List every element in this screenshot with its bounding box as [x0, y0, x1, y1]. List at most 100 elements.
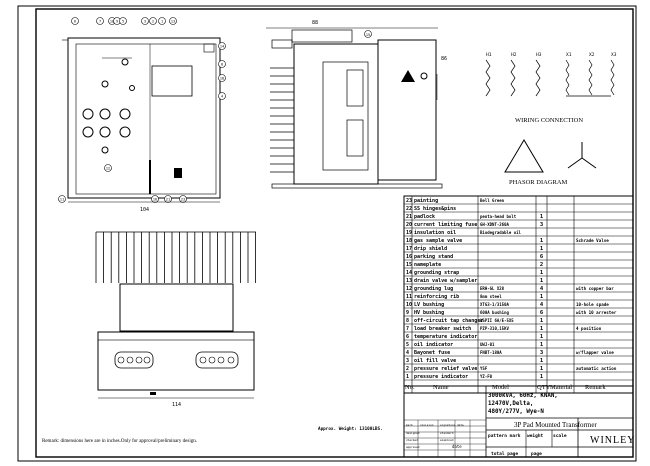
bom-name: reinforcing rib — [414, 294, 459, 300]
remark-note: Remark: dimensions here are in inches.On… — [42, 439, 197, 444]
bom-header-material: Material — [550, 384, 572, 391]
bom-qty: 4 — [540, 302, 544, 308]
bom-name: oil fill valve — [414, 358, 456, 364]
bom-qty: 6 — [540, 254, 544, 260]
balloon — [158, 17, 166, 25]
bom-qty: 1 — [540, 374, 544, 380]
bom-qty: 1 — [540, 334, 544, 340]
bom-qty: 1 — [540, 246, 544, 252]
bom-header-model: Model — [492, 384, 509, 391]
bom-name: LV bushing — [414, 302, 444, 308]
bom-name: nameplate — [414, 262, 441, 268]
bom-no: 12 — [406, 286, 412, 292]
bom-qty: 4 — [540, 286, 544, 292]
bom-model: ERH-GL X28 — [480, 286, 505, 291]
bom-qty: 1 — [540, 278, 544, 284]
balloon — [218, 92, 226, 100]
tb-examined: examined — [440, 438, 454, 442]
balloon-label: 21 — [166, 197, 170, 201]
bom-model: 8mm steel — [480, 294, 502, 299]
tb-mark: mark — [406, 423, 413, 427]
bom-name: insulation oil — [414, 230, 456, 236]
bom-name: oil indicator — [414, 342, 453, 348]
bom-name: drain valve w/sampler — [414, 278, 477, 284]
balloon — [96, 17, 104, 25]
balloon-label: 4 — [221, 94, 223, 98]
side-balloon: 15 — [366, 33, 370, 37]
bom-remark: automatic action — [576, 366, 617, 371]
balloon-label: 9 — [116, 19, 118, 23]
bom-no: 19 — [406, 230, 412, 236]
bom-model: WSPII 6A/E-5X5 — [480, 318, 514, 323]
bom-qty: 6 — [540, 310, 544, 316]
bom-model: Biodegradable oil — [480, 230, 522, 235]
balloon-label: 16 — [153, 197, 157, 201]
spec-line-2: 12470V,Delta, — [488, 401, 533, 407]
bom-model: Bell Green — [480, 198, 505, 203]
bom-no: 9 — [406, 310, 409, 316]
outer-border — [17, 5, 637, 462]
bom-no: 6 — [406, 334, 409, 340]
bom-no: 7 — [406, 326, 409, 332]
bom-no: 15 — [406, 262, 412, 268]
balloon — [58, 195, 66, 203]
balloon — [141, 17, 149, 25]
bom-header-remark: Remark — [585, 384, 606, 391]
bom-no: 4 — [406, 350, 409, 356]
balloon-label: 14 — [220, 44, 224, 48]
bom-remark: Schrade Valve — [576, 238, 609, 243]
bom-qty: 1 — [540, 358, 544, 364]
bom-remark: 4 position — [576, 326, 602, 331]
balloon — [149, 17, 157, 25]
bom-no: 21 — [406, 214, 412, 220]
bom-name: grounding strap — [414, 270, 459, 276]
spec-line-1: 3000kVA, 60Hz, KNAN, — [488, 393, 558, 399]
bom-name: pressure indicator — [414, 374, 468, 380]
bom-name: padlock — [414, 214, 435, 220]
phasor-title: PHASOR DIAGRAM — [509, 179, 568, 186]
balloon-label: 6 — [74, 19, 76, 23]
bom-qty: 1 — [540, 366, 544, 372]
tb-date-rev: date — [457, 423, 464, 427]
bom-qty: 3 — [540, 222, 543, 228]
balloon-label: 1 — [161, 19, 163, 23]
bom-no: 8 — [406, 318, 409, 324]
bom-model: FNBT-180A — [480, 350, 502, 355]
phasor-diagram: PHASOR DIAGRAM — [504, 139, 597, 186]
dim-side-height: 86 — [441, 56, 447, 62]
bom-qty: 1 — [540, 318, 544, 324]
bom-remark: with 10 arrester — [576, 310, 617, 315]
bom-no: 20 — [406, 222, 412, 228]
balloon-label: 5 — [122, 19, 124, 23]
tb-date: date — [452, 444, 462, 449]
tb-standard: standard — [440, 431, 454, 435]
bom-remark: w/flapper valve — [576, 350, 614, 355]
bom-no: 1 — [406, 374, 409, 380]
bom-no: 5 — [406, 342, 409, 348]
balloon — [218, 60, 226, 68]
bom-model: PZP-310,15KV — [480, 326, 509, 331]
wiring-title: WIRING CONNECTION — [515, 117, 583, 124]
dim-plan-width: 104 — [140, 207, 149, 213]
bom-name: temperature indicator — [414, 334, 477, 340]
bom-name: painting — [414, 198, 438, 204]
company-name: WINLEY — [590, 435, 635, 446]
terminal-h2: H2 — [511, 52, 517, 58]
balloon-label: 8 — [221, 62, 223, 66]
bom-qty: 1 — [540, 238, 544, 244]
balloon — [151, 195, 159, 203]
bom-name: current limiting fuse — [414, 222, 477, 228]
wiring-connection: H1 H2 H3 X1 X2 X3 WIRING CONNECTION — [485, 52, 617, 124]
title-block: 3000kVA, 60Hz, KNAN, 12470V,Delta, 480Y/… — [403, 385, 635, 458]
bom-qty: 1 — [540, 270, 544, 276]
bom-no: 11 — [406, 294, 412, 300]
bom-name: gas sample valve — [414, 238, 462, 244]
scale-label: scale — [553, 433, 567, 439]
tb-designed: designed — [406, 431, 420, 435]
bom-model: GH-XDNT-260A — [480, 222, 509, 227]
terminal-x1: X1 — [566, 52, 572, 58]
bom-remark: with copper bar — [576, 286, 614, 291]
bom-header-qty: QTY — [537, 384, 551, 391]
